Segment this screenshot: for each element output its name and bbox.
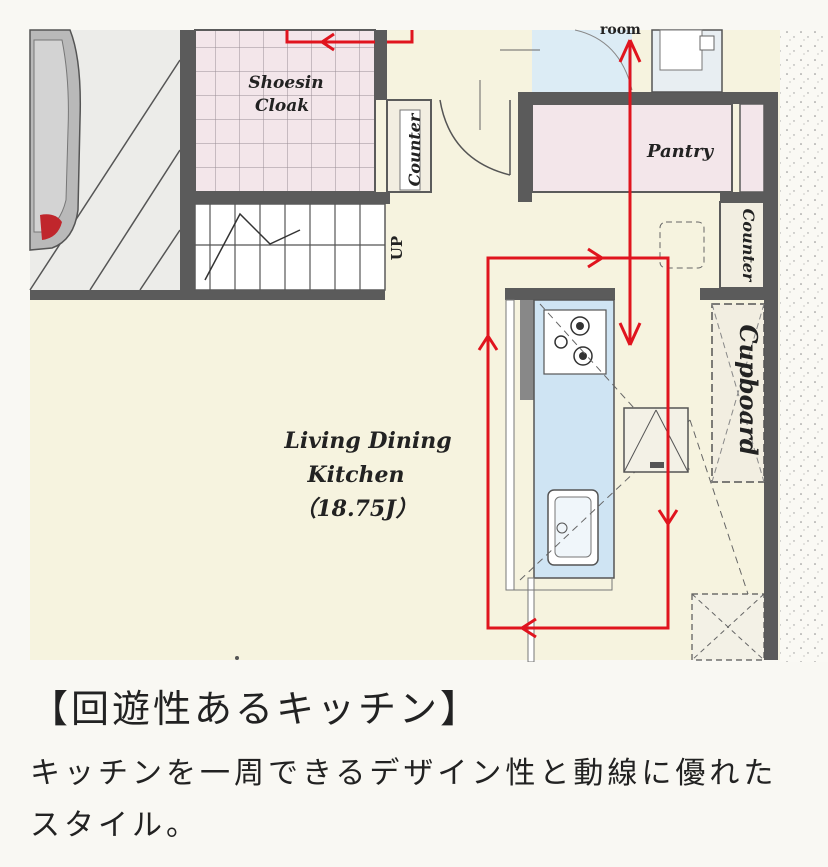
stairs	[194, 203, 386, 291]
ldk-label-3: （18.75J）	[294, 496, 417, 522]
bath-area	[532, 30, 632, 92]
counter-right-label: Counter	[739, 209, 758, 283]
shoes-in-cloak-label-2: Cloak	[255, 96, 309, 116]
circulation-arrow-top	[285, 30, 414, 44]
pantry-label: Pantry	[646, 141, 715, 162]
room-top-label: room	[600, 22, 641, 38]
two-way-arrow	[618, 39, 642, 346]
circulation-loop	[477, 247, 679, 639]
walls	[30, 30, 778, 660]
counter-left-label: Counter	[405, 112, 424, 186]
caption-body: キッチンを一周できるデザイン性と動線に優れたスタイル。	[30, 756, 778, 843]
ldk-label-2: Kitchen	[306, 462, 404, 488]
stairs-up-label: UP	[388, 236, 406, 260]
pantry-room	[531, 103, 733, 193]
floor-plan: Shoesin Cloak room Counter Pantry Counte…	[29, 22, 828, 662]
shoes-in-cloak-label-1: Shoesin	[248, 73, 323, 93]
ldk-label-1: Living Dining	[283, 428, 451, 454]
exterior-ground	[780, 30, 828, 662]
caption-title: 【回遊性あるキッチン】	[30, 687, 482, 731]
cupboard-label: Cupboard	[734, 324, 763, 455]
fridge-icon	[623, 407, 689, 473]
